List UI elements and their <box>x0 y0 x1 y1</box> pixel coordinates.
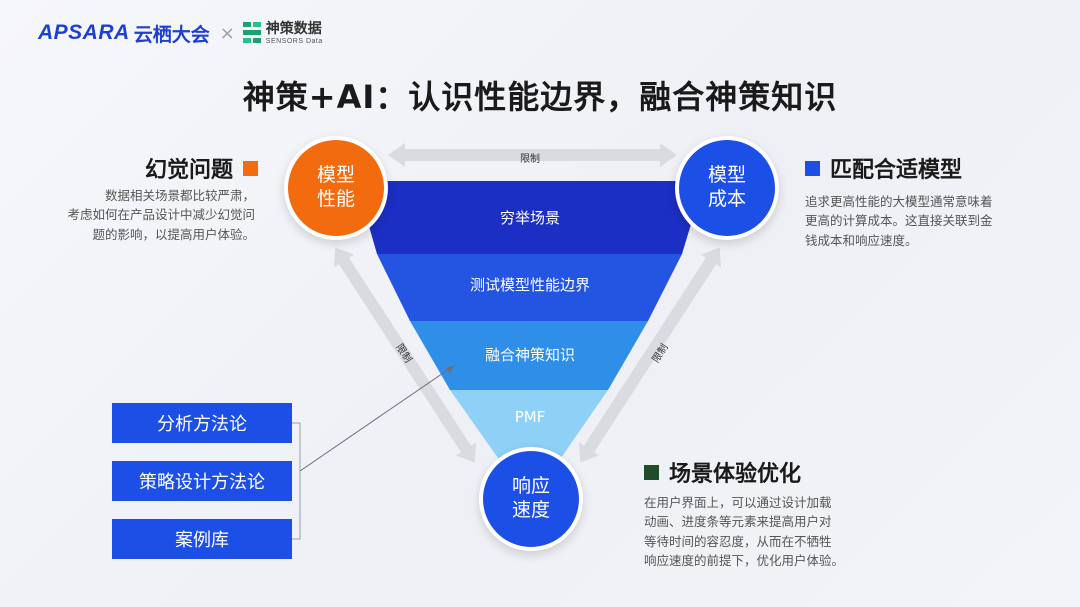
circle-model-cost: 模型 成本 <box>675 136 779 240</box>
connector-arrowhead <box>446 365 455 373</box>
model-match-desc: 追求更高性能的大模型通常意味着 更高的计算成本。这直接关联到金 钱成本和响应速度… <box>805 192 1035 250</box>
methods-connector <box>299 366 453 472</box>
sensors-cn: 神策数据 <box>265 20 322 37</box>
model-match-desc-line: 钱成本和响应速度。 <box>805 232 918 248</box>
scene-optimize-desc-line: 响应速度的前提下，优化用户体验。 <box>644 553 845 569</box>
hallucination-desc-line: 考虑如何在产品设计中减少幻觉问 <box>67 207 255 223</box>
model-match-desc-line: 更高的计算成本。这直接关联到金 <box>805 213 993 229</box>
funnel-label-3: 融合神策知识 <box>484 346 575 364</box>
scene-optimize-heading: 场景体验优化 <box>644 456 801 488</box>
scene-optimize-desc-line: 在用户界面上，可以通过设计加载 <box>644 495 832 510</box>
funnel-layer-3 <box>410 321 648 390</box>
limit-arrow-right <box>578 247 722 463</box>
funnel-layer-2 <box>377 254 682 321</box>
sensors-logo-icon <box>242 22 261 43</box>
method-case-library: 案例库 <box>112 519 292 559</box>
funnel-label-2: 测试模型性能边界 <box>469 276 590 294</box>
yunqi-logo-text: 云栖大会 <box>133 23 210 46</box>
blue-square-icon <box>805 160 820 176</box>
scene-optimize-title: 场景体验优化 <box>669 462 802 487</box>
hallucination-heading: 幻觉问题 <box>145 152 259 184</box>
scene-optimize-desc-line: 动画、进度条等元素来提高用户对 <box>644 514 832 530</box>
hallucination-desc: 数据相关场景都比较严肃， 考虑如何在产品设计中减少幻觉问 题的影响，以提高用户体… <box>40 186 255 244</box>
circle-model-performance: 模型 性能 <box>284 136 388 240</box>
model-match-heading: 匹配合适模型 <box>805 152 962 184</box>
scene-optimize-desc: 在用户界面上，可以通过设计加载 动画、进度条等元素来提高用户对 等待时间的容忍度… <box>644 493 884 571</box>
limit-arrow-top <box>388 143 677 167</box>
model-match-title: 匹配合适模型 <box>830 158 963 183</box>
cross-symbol: × <box>219 22 235 44</box>
hallucination-title: 幻觉问题 <box>145 158 234 183</box>
apsara-logo: APSARA <box>38 21 130 44</box>
page-title: 神策+AI：认识性能边界，融合神策知识 <box>242 78 838 116</box>
header-logos: APSARA 云栖大会 × 神策数据 SENSORS Data <box>38 18 323 48</box>
hallucination-desc-line: 题的影响，以提高用户体验。 <box>92 226 255 242</box>
funnel-layer-1 <box>356 181 704 254</box>
scene-optimize-desc-line: 等待时间的容忍度，从而在不牺牲 <box>644 533 832 549</box>
limit-label-top: 限制 <box>520 154 540 165</box>
green-square-icon <box>644 464 659 480</box>
sensors-logo-text: 神策数据 SENSORS Data <box>266 22 323 45</box>
funnel-label-1: 穷举场景 <box>499 209 560 227</box>
hallucination-desc-line: 数据相关场景都比较严肃， <box>104 188 255 203</box>
methods-bracket <box>292 422 301 540</box>
funnel-label-4: PMF <box>514 408 546 426</box>
orange-square-icon <box>243 160 259 176</box>
model-match-desc-line: 追求更高性能的大模型通常意味着 <box>805 194 993 209</box>
sensors-en: SENSORS Data <box>265 37 323 45</box>
circle-response-speed: 响应 速度 <box>479 447 583 551</box>
method-analysis: 分析方法论 <box>112 403 292 443</box>
limit-arrow-left <box>333 247 477 463</box>
method-strategy-design: 策略设计方法论 <box>112 461 292 501</box>
funnel-layer-4 <box>450 390 608 465</box>
